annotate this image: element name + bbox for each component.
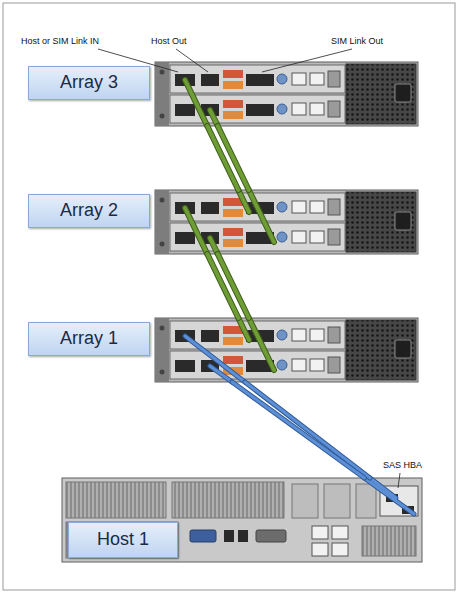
power-supply [66,522,178,558]
usb-port [238,530,248,542]
cable-outline [218,254,249,318]
ethernet-port [332,526,348,539]
ethernet-port [312,526,328,539]
node-label: Host 1 [97,530,149,550]
label-box: Array 2 [28,194,150,228]
server-vent [172,482,284,518]
sas-cable [232,382,364,478]
disk-array: Array 2 [26,190,418,254]
label-box: Host 1 [68,522,178,558]
cable-outline [245,382,370,478]
disk-array: Array 1 [26,318,418,382]
cable-segment [185,336,414,514]
cable-segment [185,80,274,370]
page-frame [3,3,455,590]
card-label: SAS HBA [382,460,423,471]
vga-port [190,530,216,542]
ethernet-port [332,543,348,556]
server-vent [362,526,416,556]
cable-core [232,382,364,478]
label-box: Array 3 [28,66,150,100]
cable-core [245,382,370,478]
pcie-slot [324,484,350,518]
port-label: Host or SIM Link IN [20,36,100,47]
cable-segment [185,336,414,514]
sas-cable [218,126,249,190]
node-label: Array 1 [60,329,118,349]
array-chassis [155,62,418,126]
cable-core [218,254,249,318]
host-server [62,478,422,562]
leader-line [98,49,400,488]
sas-cable [245,382,370,478]
host-server: Host 1 [62,478,422,562]
node-label: Array 3 [60,73,118,93]
ethernet-port [312,543,328,556]
disk-array: Array 3 [26,62,418,126]
node-label: Array 2 [60,201,118,221]
serial-port [256,530,286,542]
port-label: SIM Link Out [330,36,384,47]
cable-core [218,126,249,190]
pcie-slot [292,484,318,518]
cable-outline [232,382,364,478]
sas-cable [218,254,249,318]
port-label: Host Out [150,36,188,47]
power-supply [66,482,166,518]
cable-outline [218,126,249,190]
label-box: Array 1 [28,322,150,356]
usb-port [224,530,234,542]
array-chassis [155,318,418,382]
server-body [62,478,422,562]
pcie-slot [356,484,376,518]
cable-segment [185,80,274,370]
array-chassis [155,190,418,254]
